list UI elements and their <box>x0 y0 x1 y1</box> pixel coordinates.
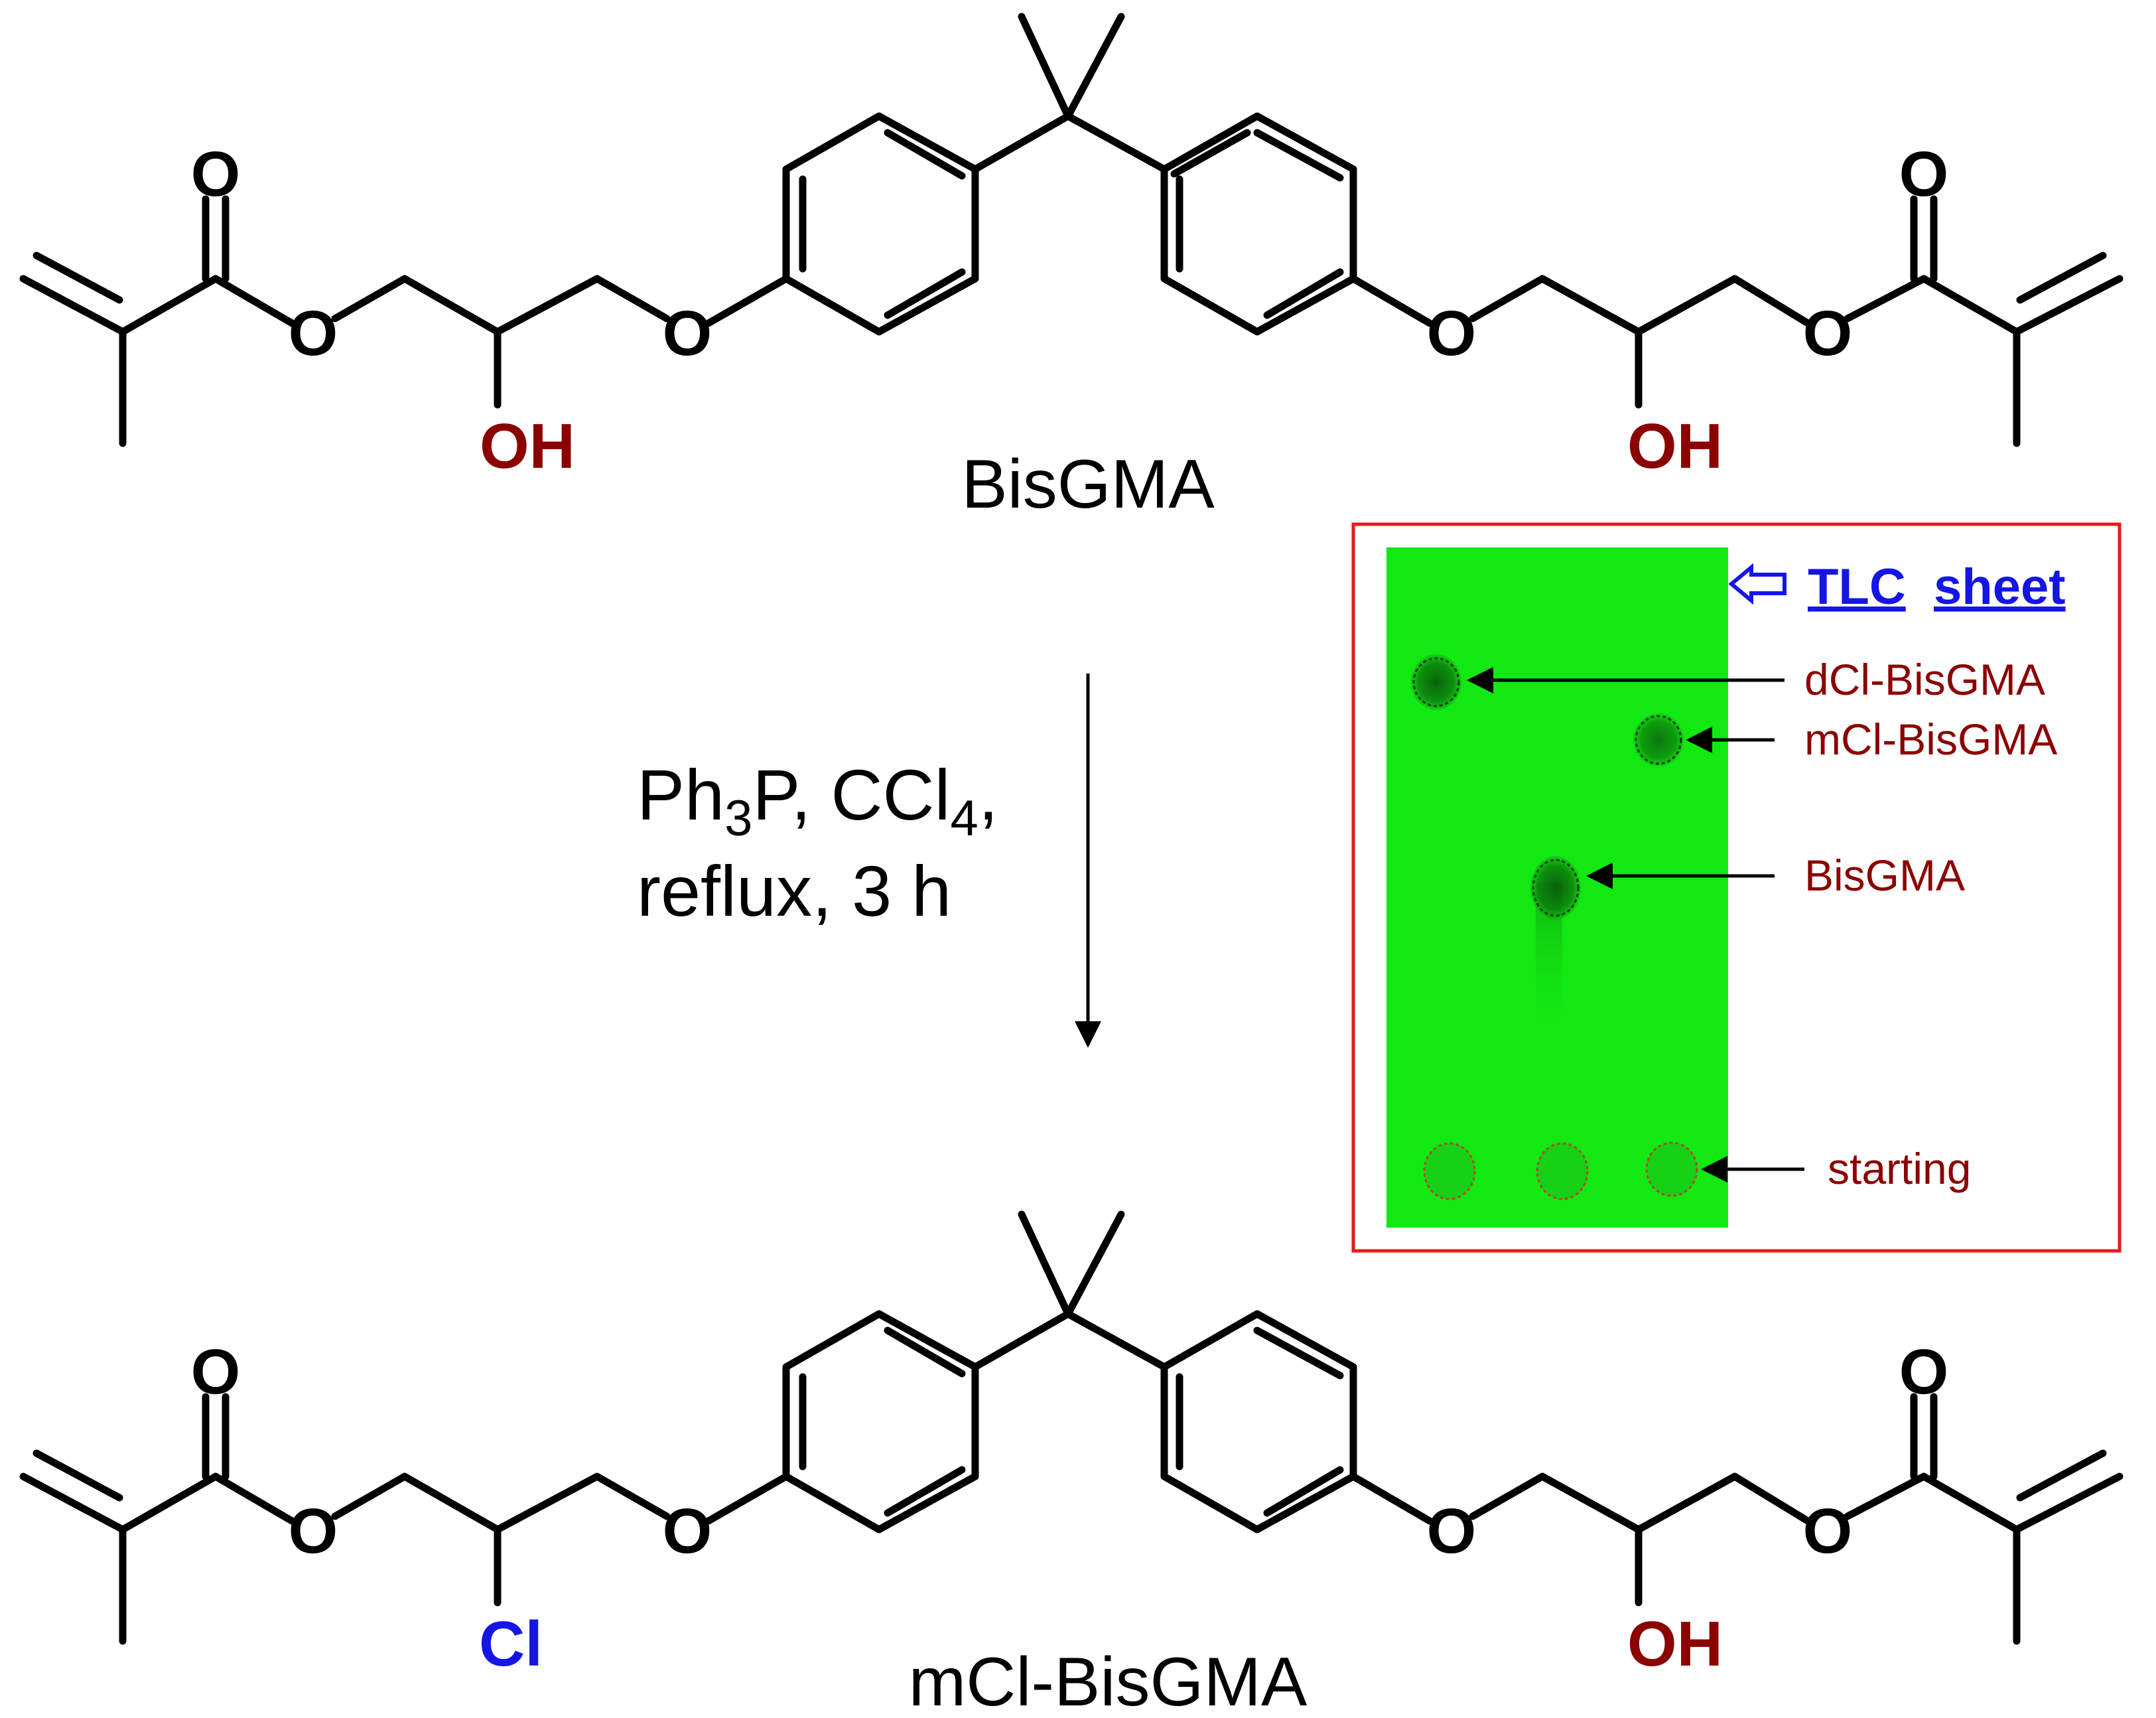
spot-bisgma <box>1530 856 1581 920</box>
ester-oxygen: O <box>289 298 338 369</box>
tlc-label-dcl-bisgma: dCl-BisGMA <box>1804 655 2045 704</box>
ester-oxygen: O <box>1803 298 1853 369</box>
tlc-label-starting: starting <box>1828 1144 1971 1193</box>
molecule-name-bottom: mCl-BisGMA <box>909 1644 1308 1718</box>
carbonyl-oxygen: O <box>191 1336 241 1407</box>
baseline-spot-3 <box>1645 1141 1698 1197</box>
tlc-title-word2: sheet <box>1934 559 2066 615</box>
ester-oxygen: O <box>1803 1496 1853 1567</box>
molecule-name-top: BisGMA <box>961 446 1215 523</box>
reaction-conditions-line2: reflux, 3 h <box>637 851 951 931</box>
hydroxyl-group-right: OH <box>1627 1609 1723 1680</box>
reaction-conditions-line1: Ph3P, CCl4, <box>637 754 998 847</box>
tlc-label-bisgma: BisGMA <box>1804 851 1965 900</box>
baseline-spot-2 <box>1536 1142 1589 1200</box>
carbonyl-oxygen: O <box>1899 139 1949 210</box>
tlc-label-mcl-bisgma: mCl-BisGMA <box>1804 715 2057 764</box>
molecule-mcl-bisgma: O O Cl O O OH O O mCl-BisGMA <box>19 1210 2123 1718</box>
ether-oxygen: O <box>1427 1496 1477 1567</box>
ether-oxygen: O <box>663 1496 712 1567</box>
ester-oxygen: O <box>289 1496 338 1567</box>
spot-dcl-bisgma <box>1411 654 1461 710</box>
hydroxyl-group-right: OH <box>1627 411 1723 482</box>
spot-mcl-bisgma <box>1633 713 1684 766</box>
carbonyl-oxygen: O <box>191 139 241 210</box>
chlorine-substituent: Cl <box>479 1609 543 1680</box>
tlc-inset: TLC sheet dCl-BisGMA mCl-BisGMA BisGMA s… <box>1351 522 2122 1253</box>
ether-oxygen: O <box>1427 298 1477 369</box>
open-arrow-icon <box>1728 563 1786 605</box>
molecule-bisgma: O O OH O O OH O O BisGMA <box>19 13 2123 523</box>
tlc-title-word1: TLC <box>1808 559 1906 615</box>
baseline-spot-1 <box>1423 1142 1476 1200</box>
ether-oxygen: O <box>663 298 712 369</box>
hydroxyl-group-left: OH <box>480 411 575 482</box>
carbonyl-oxygen: O <box>1899 1336 1949 1407</box>
